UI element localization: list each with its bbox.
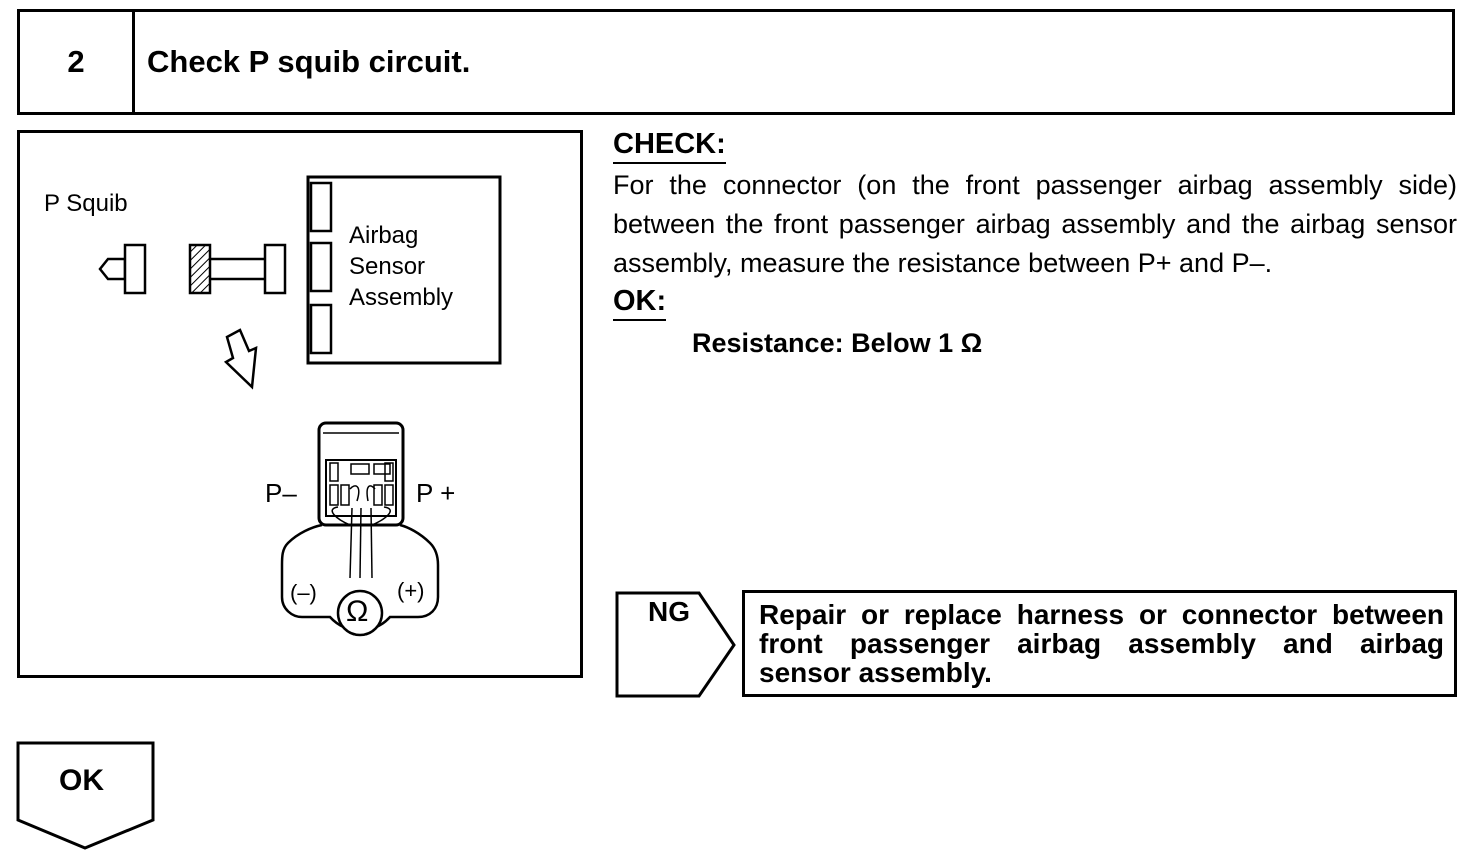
- connector-diagram: [98, 175, 502, 637]
- check-section: CHECK: For the connector (on the front p…: [613, 126, 1457, 363]
- resistance-spec: Resistance: Below 1 Ω: [692, 328, 983, 358]
- check-instructions: For the connector (on the front passenge…: [613, 170, 1457, 278]
- step-title: Check P squib circuit.: [147, 44, 471, 79]
- airbag-sensor-assembly-icon: [306, 175, 502, 365]
- ng-label: NG: [648, 596, 690, 627]
- ok-arrow-icon: [16, 741, 155, 850]
- squib-connector-icon: [98, 243, 287, 295]
- ohm-symbol: Ω: [346, 595, 369, 628]
- step-number: 2: [20, 12, 135, 112]
- p-plus-label: P +: [416, 478, 456, 508]
- ohmmeter-icon: [280, 485, 440, 637]
- ng-action-box: Repair or replace harness or connector b…: [742, 590, 1457, 697]
- ok-branch-label: OK: [59, 764, 104, 797]
- sensor-label-line-1: Airbag: [349, 222, 419, 249]
- step-header: 2 Check P squib circuit.: [17, 9, 1455, 115]
- ng-arrow-icon: [615, 591, 736, 698]
- diagram-box: P Squib Airbag Sensor Assembly P– P + (–…: [17, 130, 583, 678]
- p-squib-label: P Squib: [44, 190, 128, 217]
- sensor-label-line-3: Assembly: [349, 284, 454, 311]
- meter-minus-label: (–): [290, 580, 317, 605]
- sensor-label-line-2: Sensor: [349, 253, 426, 280]
- ok-heading: OK:: [613, 283, 667, 321]
- meter-plus-label: (+): [397, 578, 425, 603]
- p-minus-label: P–: [265, 478, 297, 508]
- check-heading: CHECK:: [613, 126, 726, 164]
- down-arrow-icon: [223, 328, 258, 390]
